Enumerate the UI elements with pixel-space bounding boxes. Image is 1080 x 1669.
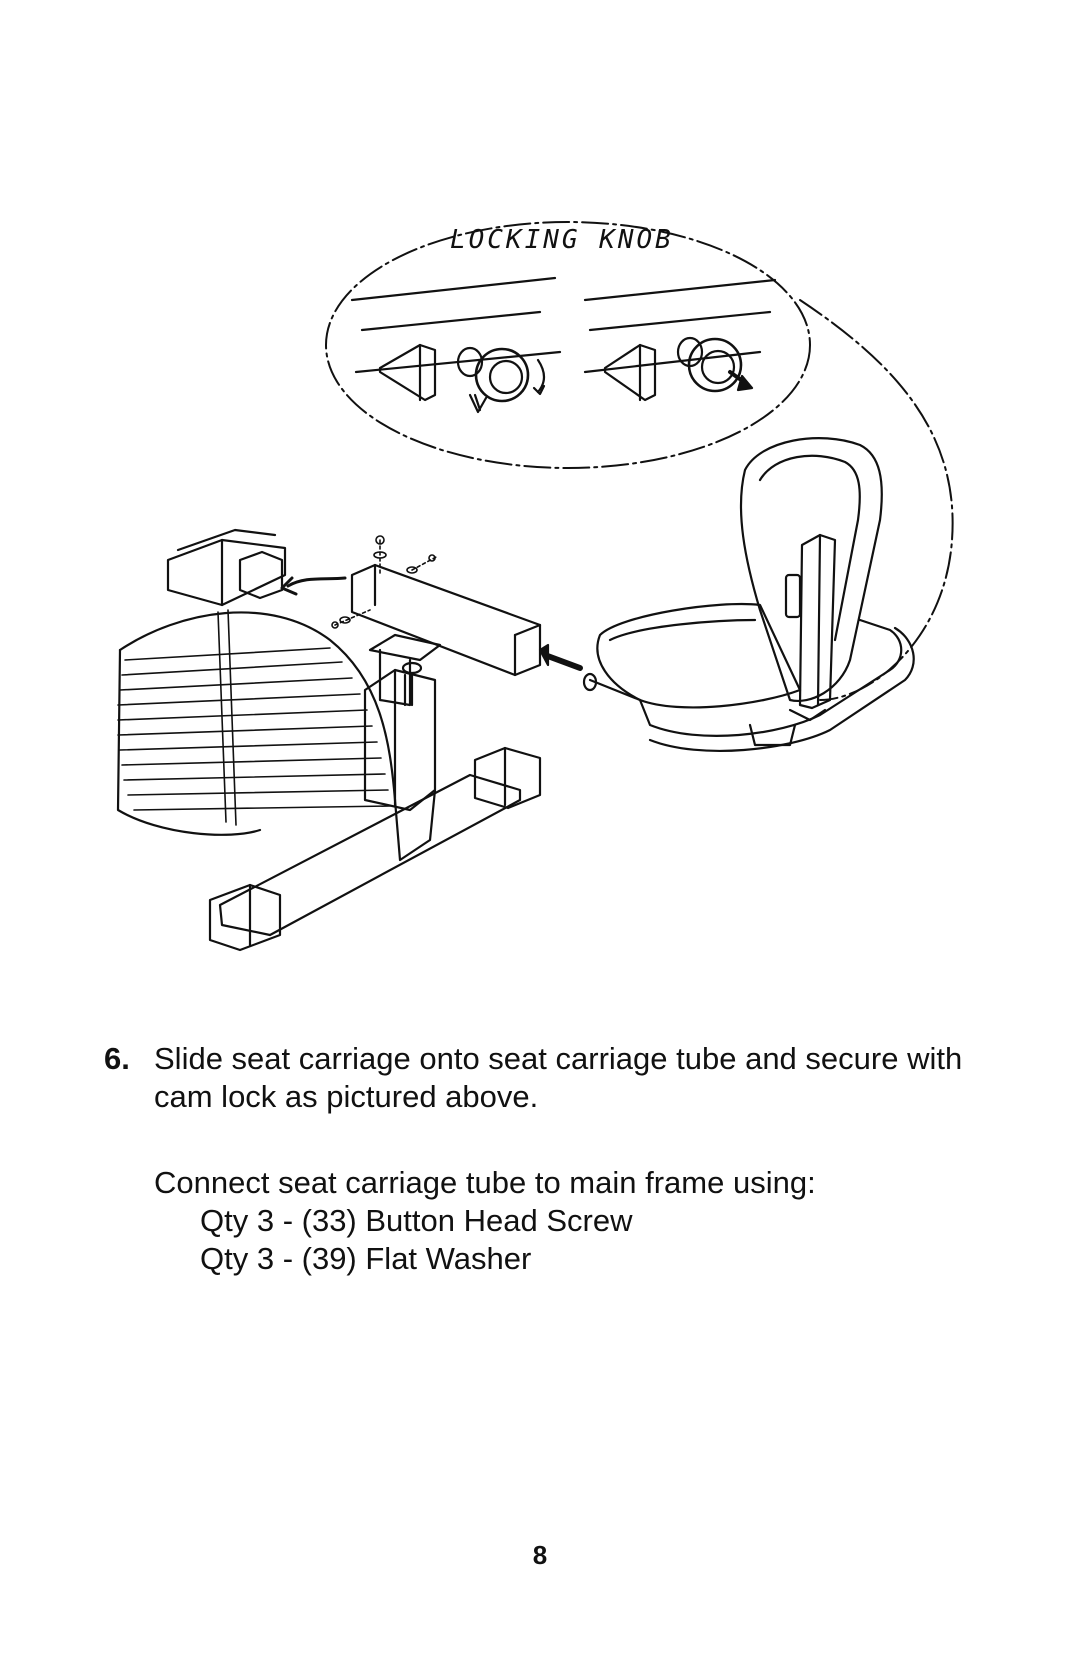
knob-loosened-detail [350, 276, 562, 414]
assembly-illustration: LOCKING KNOB [116, 221, 954, 952]
parts-list-item: Qty 3 - (33) Button Head Screw [200, 1203, 633, 1238]
main-frame [116, 528, 542, 952]
locking-knob-callout: LOCKING KNOB [325, 221, 954, 701]
callout-label: LOCKING KNOB [450, 225, 674, 255]
step-number: 6. [104, 1041, 130, 1076]
seat-carriage [582, 437, 915, 752]
button-head-screws-and-washers [331, 535, 439, 629]
seat-carriage-tube [280, 535, 583, 677]
connect-intro: Connect seat carriage tube to main frame… [154, 1165, 816, 1200]
step-instruction: Slide seat carriage onto seat carriage t… [154, 1041, 963, 1114]
page-number: 8 [532, 1540, 548, 1570]
knob-pulled-detail [583, 278, 777, 402]
parts-list-item: Qty 3 - (39) Flat Washer [200, 1241, 532, 1276]
